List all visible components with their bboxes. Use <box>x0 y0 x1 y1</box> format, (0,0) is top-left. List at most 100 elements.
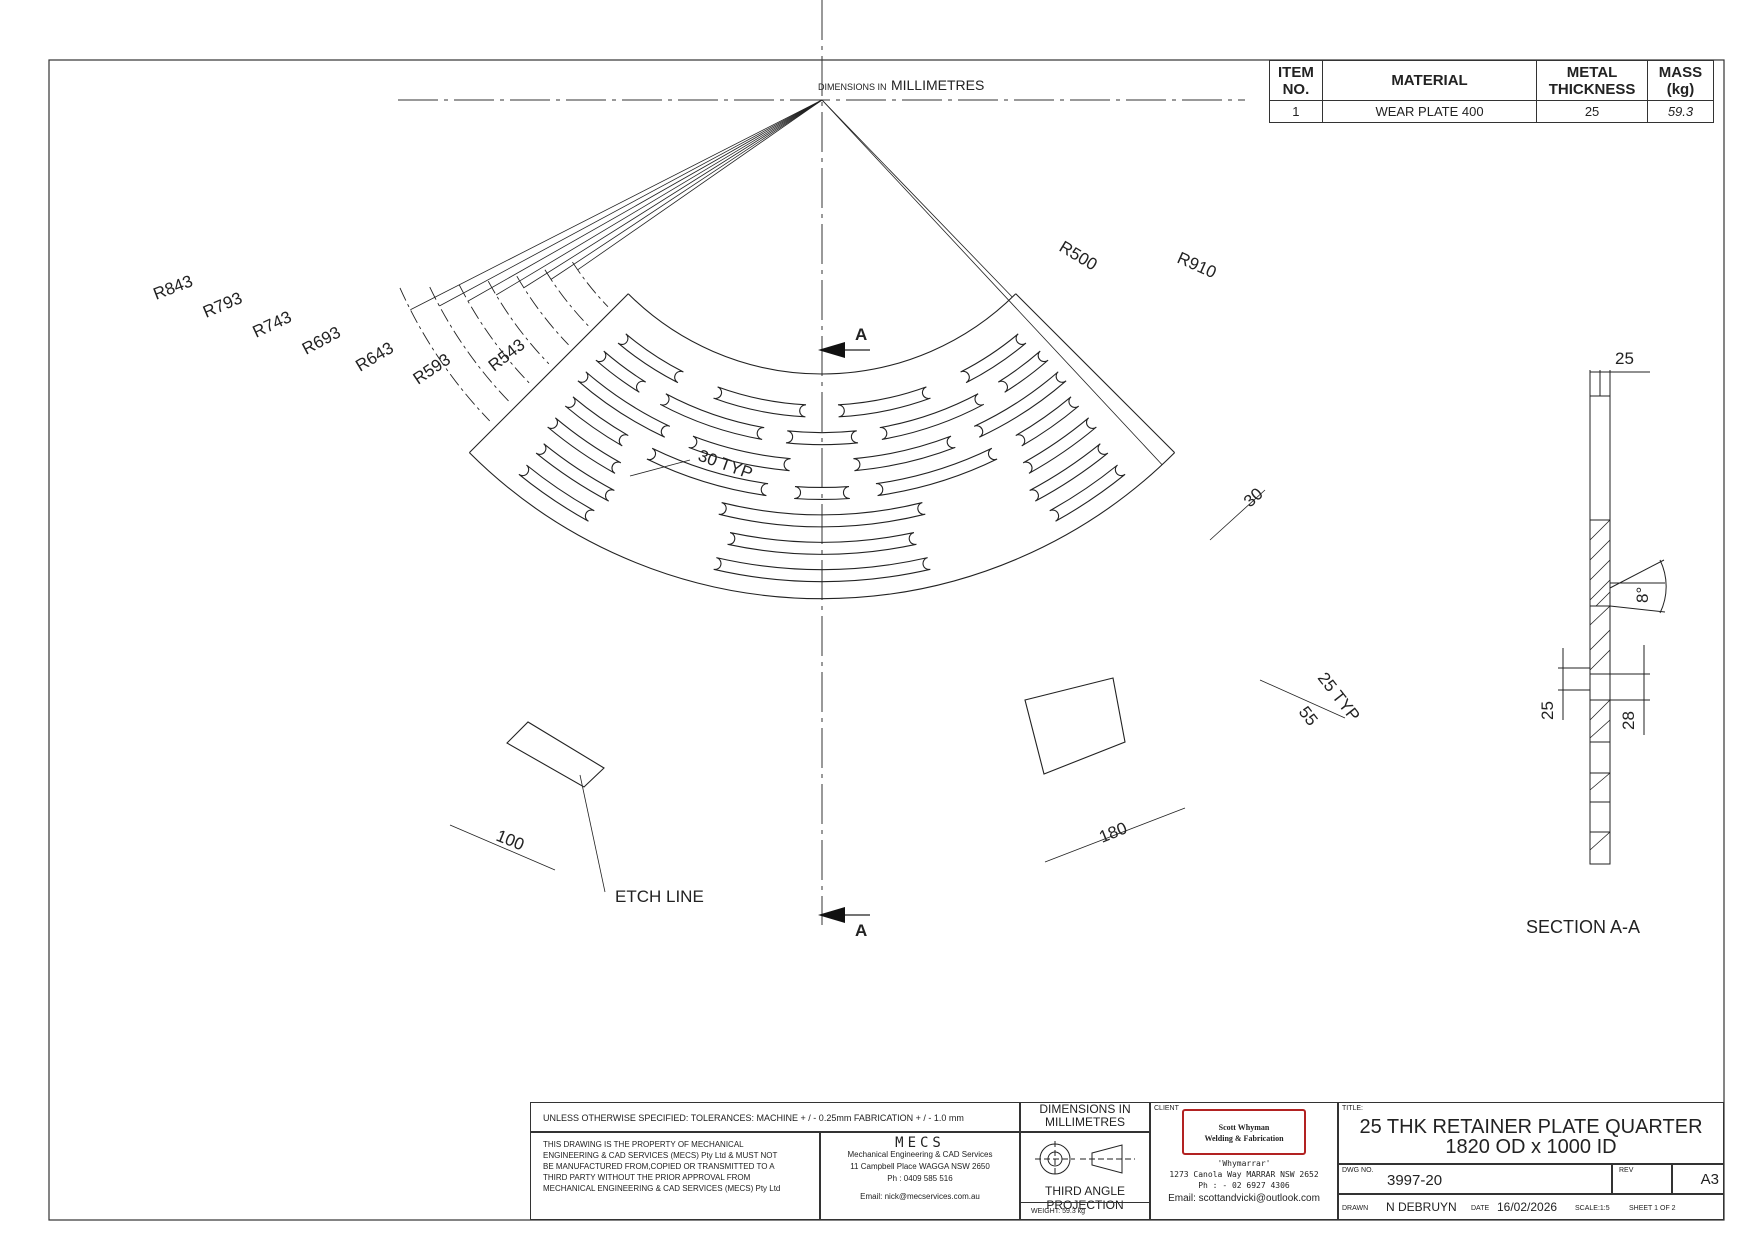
radius-arc-dashed <box>458 284 530 384</box>
radius-label-543: R543 <box>485 335 529 375</box>
third-angle-projection-icon <box>1035 1141 1135 1177</box>
radius-arc-dashed <box>572 261 609 308</box>
etch-rect-left <box>506 721 605 788</box>
bom-thickness: 25 <box>1536 100 1648 123</box>
mecs-name: Mechanical Engineering & CAD Services <box>847 1150 993 1159</box>
dwg-no-cell: DWG NO. 3997-20 <box>1338 1164 1612 1194</box>
radius-label-500: R500 <box>1056 237 1101 274</box>
slot-row5-2 <box>718 502 926 528</box>
slot-row4-5 <box>1015 396 1080 447</box>
slot-row4-4 <box>875 447 998 497</box>
radius-label-843: R843 <box>151 271 196 303</box>
radius-leader <box>495 99 823 296</box>
scale: SCALE:1:5 <box>1575 1205 1610 1212</box>
slot-row1-4 <box>960 333 1027 384</box>
mecs-email: Email: nick@mecservices.com.au <box>860 1192 980 1201</box>
property-note: THIS DRAWING IS THE PROPERTY OF MECHANIC… <box>530 1132 820 1220</box>
radius-label-593: R593 <box>410 350 454 388</box>
date-label: DATE <box>1471 1205 1490 1212</box>
slot-row3-2 <box>688 435 791 472</box>
section-angle-label: 8° <box>1633 587 1652 603</box>
etch-length-dim <box>1044 807 1186 863</box>
section-marker-bottom: A <box>818 907 870 940</box>
radius-leader <box>439 99 823 307</box>
slot-row3-1 <box>577 371 671 438</box>
radius-label-910: R910 <box>1174 248 1219 282</box>
etch-width-label: 100 <box>494 826 527 854</box>
slot-spacing-label: 55 <box>1295 703 1322 730</box>
bom-row: 1 WEAR PLATE 400 25 59.3 <box>1269 100 1715 123</box>
radius-arc-dashed <box>429 286 510 403</box>
etch-line-label: ETCH LINE <box>615 887 704 906</box>
radius-labels: R843 R793 R743 R693 R643 R593 R543 R500 … <box>151 237 1220 388</box>
slot-row3-4 <box>973 371 1067 438</box>
etch-leader <box>579 774 606 893</box>
weight-note: WEIGHT: 59.3 kg <box>1020 1202 1150 1220</box>
radius-arc-dashed <box>544 269 589 327</box>
radius-leader <box>523 99 823 289</box>
client-email: Email: scottandvicki@outlook.com <box>1168 1193 1320 1204</box>
inner-arc <box>627 293 1017 375</box>
section-left-dim-label: 25 <box>1538 701 1557 720</box>
rev-label: REV <box>1619 1167 1634 1174</box>
mecs-block: MECS Mechanical Engineering & CAD Servic… <box>820 1132 1020 1220</box>
dwg-no: 3997-20 <box>1387 1172 1443 1189</box>
radius-label-693: R693 <box>299 323 344 359</box>
bom-header-mass: MASS(kg) <box>1646 60 1715 101</box>
pitch-dim <box>1209 489 1266 541</box>
tolerance-note: UNLESS OTHERWISE SPECIFIED: TOLERANCES: … <box>530 1102 1020 1132</box>
slot-row2-2 <box>659 393 765 440</box>
section-title: SECTION A-A <box>1526 917 1640 937</box>
rev-cell: REV <box>1612 1164 1672 1194</box>
mecs-address: 11 Campbell Place WAGGA NSW 2650 <box>850 1162 990 1171</box>
date: 16/02/2026 <box>1497 1200 1558 1214</box>
client-label: CLIENT <box>1154 1105 1179 1112</box>
radius-leader <box>577 99 823 271</box>
slot-row1-1 <box>617 333 684 384</box>
drawn-by: N DEBRUYN <box>1386 1200 1457 1214</box>
radius-leader-910 <box>821 99 1163 465</box>
radius-label-793: R793 <box>200 288 245 321</box>
section-thickness-label: 25 <box>1615 349 1634 368</box>
slot-row7-2 <box>713 557 931 583</box>
bom-mass: 59.3 <box>1646 100 1715 123</box>
drawing-border <box>48 59 1725 1221</box>
mecs-logo: MECS <box>895 1135 945 1151</box>
plate-edge-left <box>468 293 629 454</box>
mecs-phone: Ph : 0409 585 516 <box>887 1174 953 1183</box>
section-right-dim-label: 28 <box>1619 711 1638 730</box>
outer-arc <box>468 452 1176 600</box>
bom-item: 1 <box>1269 100 1323 123</box>
title-label: TITLE: <box>1342 1105 1364 1112</box>
dimensions-note: DIMENSIONS IN MILLIMETRES <box>818 77 984 94</box>
drawn-row: DRAWN N DEBRUYN DATE 16/02/2026 SCALE:1:… <box>1338 1194 1724 1220</box>
slot-width-dim <box>629 459 691 477</box>
slot-row7-1 <box>518 464 595 522</box>
slot-row4-1 <box>564 396 629 447</box>
client-name: 'Whymarrar' <box>1217 1159 1271 1168</box>
projection-label: THIRD ANGLE PROJECTION <box>1044 1184 1125 1212</box>
slot-gap-dim <box>1259 679 1346 719</box>
slot-row7-3 <box>1049 464 1126 522</box>
radius-label-743: R743 <box>250 307 295 341</box>
dwg-no-label: DWG NO. <box>1342 1167 1374 1174</box>
radius-arc-dashed <box>487 280 550 365</box>
radius-arc-dashed <box>399 287 491 422</box>
radius-leader <box>467 99 823 302</box>
section-letter-top: A <box>855 325 867 344</box>
slot-row5-3 <box>1022 417 1097 474</box>
pitch-label: 30 <box>1240 484 1267 511</box>
radius-leader <box>410 99 823 311</box>
radius-leader-500 <box>821 99 1013 298</box>
section-view <box>1558 370 1667 865</box>
radius-label-643: R643 <box>352 338 397 375</box>
etch-length-label: 180 <box>1096 818 1129 846</box>
drawn-label: DRAWN <box>1342 1205 1369 1212</box>
